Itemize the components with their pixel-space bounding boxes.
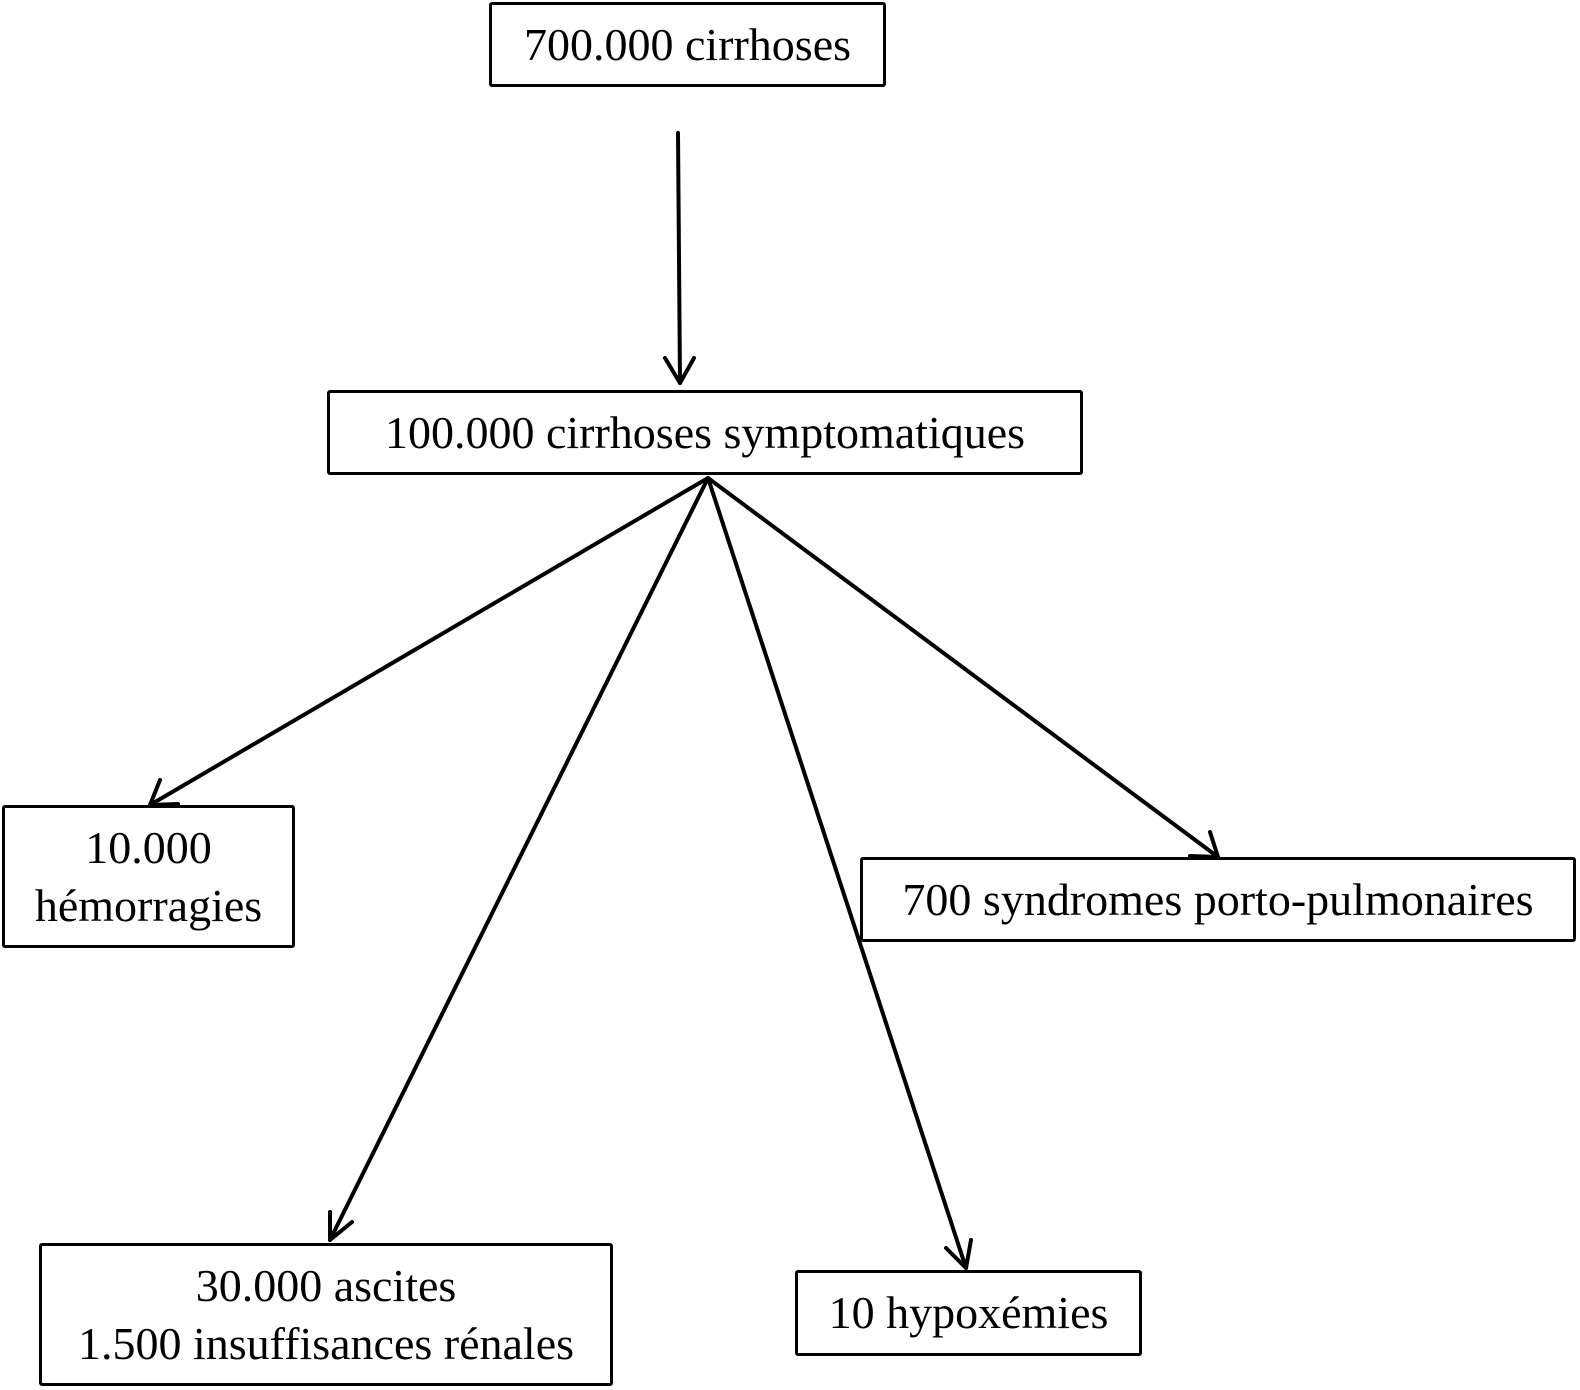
node-symptomatic-label: 100.000 cirrhoses symptomatiques	[384, 406, 1026, 458]
node-symptomatic: 100.000 cirrhoses symptomatiques	[327, 390, 1083, 475]
node-hypoxemia: 10 hypoxémies	[795, 1270, 1142, 1356]
arrow-symptomatic-to-hypoxemia	[706, 476, 973, 1270]
node-root-label: 700.000 cirrhoses	[523, 18, 852, 70]
node-ascites-line-2: 1.500 insuffisances rénales	[77, 1317, 575, 1369]
arrow-symptomatic-to-portopulmonary	[706, 476, 1220, 859]
arrow-root-to-symptomatic	[663, 131, 696, 385]
arrow-symptomatic-to-ascites	[328, 476, 710, 1242]
node-hemorrhage-line-2: hémorragies	[34, 879, 263, 931]
node-portopulmonary: 700 syndromes porto-pulmonaires	[860, 857, 1576, 942]
node-ascites: 30.000 ascites 1.500 insuffisances rénal…	[39, 1243, 613, 1386]
node-hemorrhage: 10.000 hémorragies	[2, 805, 295, 948]
node-hypoxemia-label: 10 hypoxémies	[828, 1287, 1109, 1339]
node-portopulmonary-label: 700 syndromes porto-pulmonaires	[902, 873, 1534, 925]
node-ascites-line-1: 30.000 ascites	[195, 1260, 457, 1311]
node-hemorrhage-line-1: 10.000	[85, 822, 212, 873]
node-root: 700.000 cirrhoses	[489, 2, 886, 87]
arrow-symptomatic-to-hemorrhage	[148, 476, 710, 807]
